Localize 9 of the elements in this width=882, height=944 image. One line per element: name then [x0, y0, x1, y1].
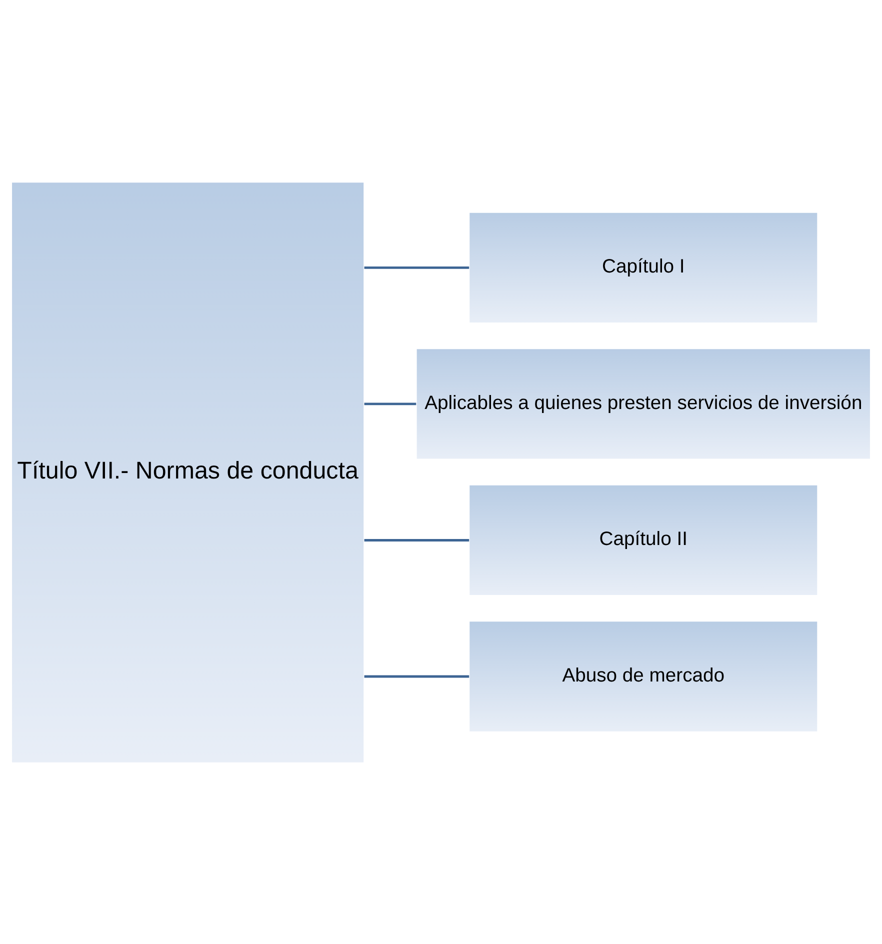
node-box: Capítulo II	[468, 484, 818, 596]
node-box: Abuso de mercado	[468, 620, 818, 732]
node-box: Título VII.- Normas de conducta	[11, 181, 364, 763]
connector	[364, 266, 470, 268]
node-box: Aplicables a quienes presten servicios de inversión	[416, 348, 871, 460]
connector	[364, 538, 470, 541]
connector	[364, 674, 470, 678]
connector	[364, 402, 416, 405]
node-box: Capítulo I	[468, 212, 818, 323]
